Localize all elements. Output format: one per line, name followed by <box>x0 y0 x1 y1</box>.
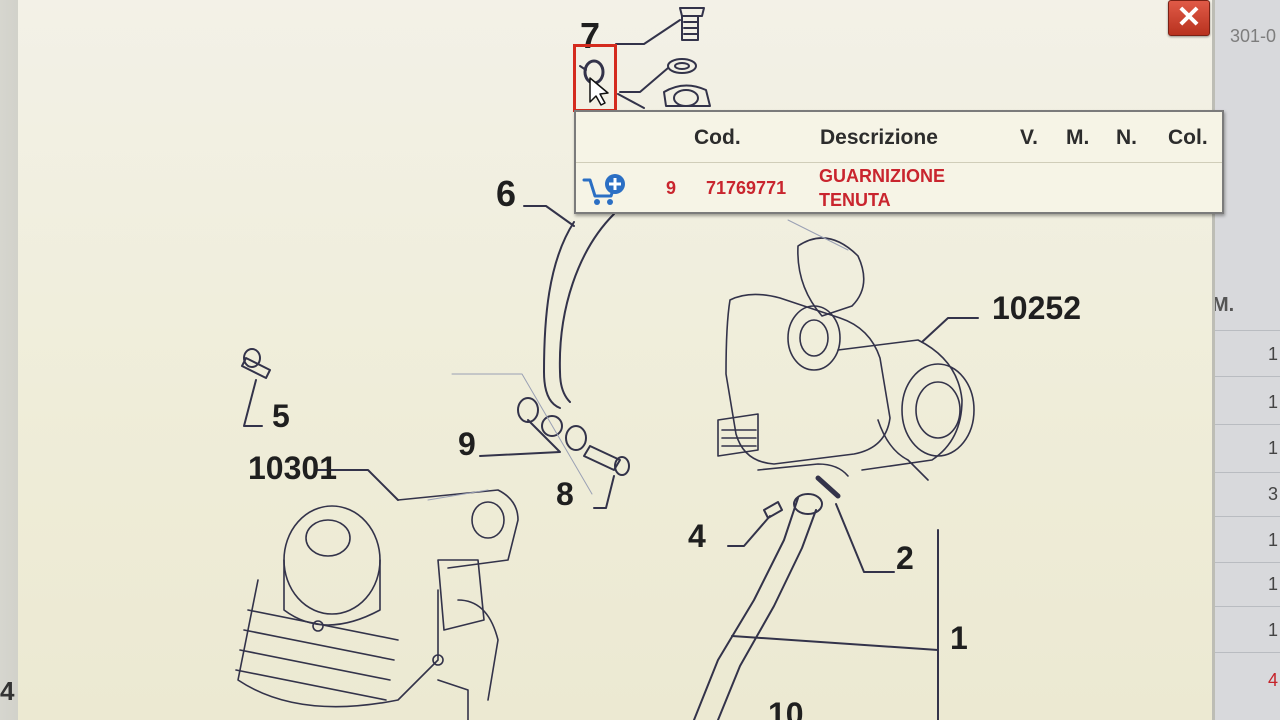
list-row-divider <box>1212 516 1280 517</box>
leader-line <box>479 419 561 457</box>
leader-line <box>835 503 895 573</box>
leader-line <box>727 515 771 547</box>
leader-line <box>593 475 615 509</box>
part-10252-turbocharger[interactable] <box>717 237 975 481</box>
table-row[interactable]: 9 71769771 GUARNIZIONE TENUTA <box>576 164 1222 212</box>
callout-2[interactable]: 2 <box>896 540 914 576</box>
callout-10252[interactable]: 10252 <box>992 290 1081 326</box>
list-row-divider <box>1212 376 1280 377</box>
part-4-bolt[interactable] <box>763 501 783 519</box>
part-reference-number: 9 <box>666 178 677 198</box>
close-button[interactable]: ✕ <box>1168 0 1210 36</box>
callout-8[interactable]: 8 <box>556 476 574 512</box>
callout-10301[interactable]: 10301 <box>248 450 337 486</box>
guide-line <box>427 373 593 501</box>
leader-line <box>243 379 263 427</box>
guide-line <box>787 219 849 251</box>
leader-line <box>921 317 979 343</box>
column-header-code: Cod. <box>694 126 741 149</box>
list-item-quantity: 1 <box>1268 530 1279 550</box>
background-parts-list: 301-0 M. 1 1 1 3 1 1 1 4 <box>1212 0 1280 720</box>
callout-1[interactable]: 1 <box>950 620 968 656</box>
part-9-seal-top[interactable] <box>667 58 697 74</box>
leader-line <box>617 93 645 109</box>
part-info-popup: Cod. Descrizione V. M. N. Col. 9 7176977… <box>574 110 1224 214</box>
leader-line <box>619 67 669 93</box>
column-header-col: Col. <box>1168 126 1208 149</box>
list-item-quantity: 1 <box>1268 438 1279 458</box>
list-item-quantity-highlighted: 4 <box>1268 670 1279 690</box>
leader-line <box>317 469 399 501</box>
list-row-divider <box>1212 424 1280 425</box>
list-row-divider <box>1212 652 1280 653</box>
list-row-divider <box>1212 562 1280 563</box>
selected-part-highlight[interactable] <box>573 44 617 112</box>
diagram-drawing <box>235 7 979 720</box>
part-7-bolt[interactable] <box>679 7 705 41</box>
part-2-gasket[interactable] <box>815 475 841 499</box>
column-header-v: V. <box>1020 126 1038 149</box>
callout-10[interactable]: 10 <box>768 696 804 720</box>
banjo-fitting-top[interactable] <box>663 84 711 107</box>
list-item-quantity: 1 <box>1268 392 1279 412</box>
part-description-line2: TENUTA <box>819 190 891 210</box>
callout-9[interactable]: 9 <box>458 426 476 462</box>
mouse-cursor-icon <box>589 77 609 106</box>
part-1-return-pipe[interactable] <box>693 493 823 720</box>
background-left-value: 4 <box>0 676 15 706</box>
column-header-m: M. <box>1066 126 1090 149</box>
callout-4[interactable]: 4 <box>688 518 706 554</box>
part-description-line1: GUARNIZIONE <box>819 166 945 186</box>
part-10301-oil-filter-housing[interactable] <box>235 489 519 720</box>
list-row-divider <box>1212 472 1280 473</box>
part-5-bolt[interactable] <box>241 348 271 379</box>
part-9-seals[interactable] <box>517 397 587 451</box>
callout-6[interactable]: 6 <box>496 173 517 214</box>
list-item-quantity: 1 <box>1268 344 1279 364</box>
column-header-n: N. <box>1116 126 1137 149</box>
part-8-bolt[interactable] <box>583 445 630 476</box>
callout-5[interactable]: 5 <box>272 398 290 434</box>
leader-line <box>731 635 939 651</box>
column-header-description: Descrizione <box>820 126 938 149</box>
background-column-header: M. <box>1212 294 1235 316</box>
list-row-divider <box>1212 606 1280 607</box>
part-code: 71769771 <box>706 178 787 198</box>
leader-line <box>523 205 575 227</box>
list-item-quantity: 3 <box>1268 484 1279 504</box>
popup-header-row: Cod. Descrizione V. M. N. Col. <box>576 112 1222 163</box>
list-item-quantity: 1 <box>1268 574 1279 594</box>
list-item-quantity: 1 <box>1268 620 1279 640</box>
list-row-divider <box>1212 330 1280 331</box>
add-to-cart-icon[interactable] <box>582 172 628 208</box>
leader-line <box>615 19 681 45</box>
part-6-oil-pipe[interactable] <box>541 213 615 437</box>
background-top-code: 301-0 <box>1230 26 1277 46</box>
